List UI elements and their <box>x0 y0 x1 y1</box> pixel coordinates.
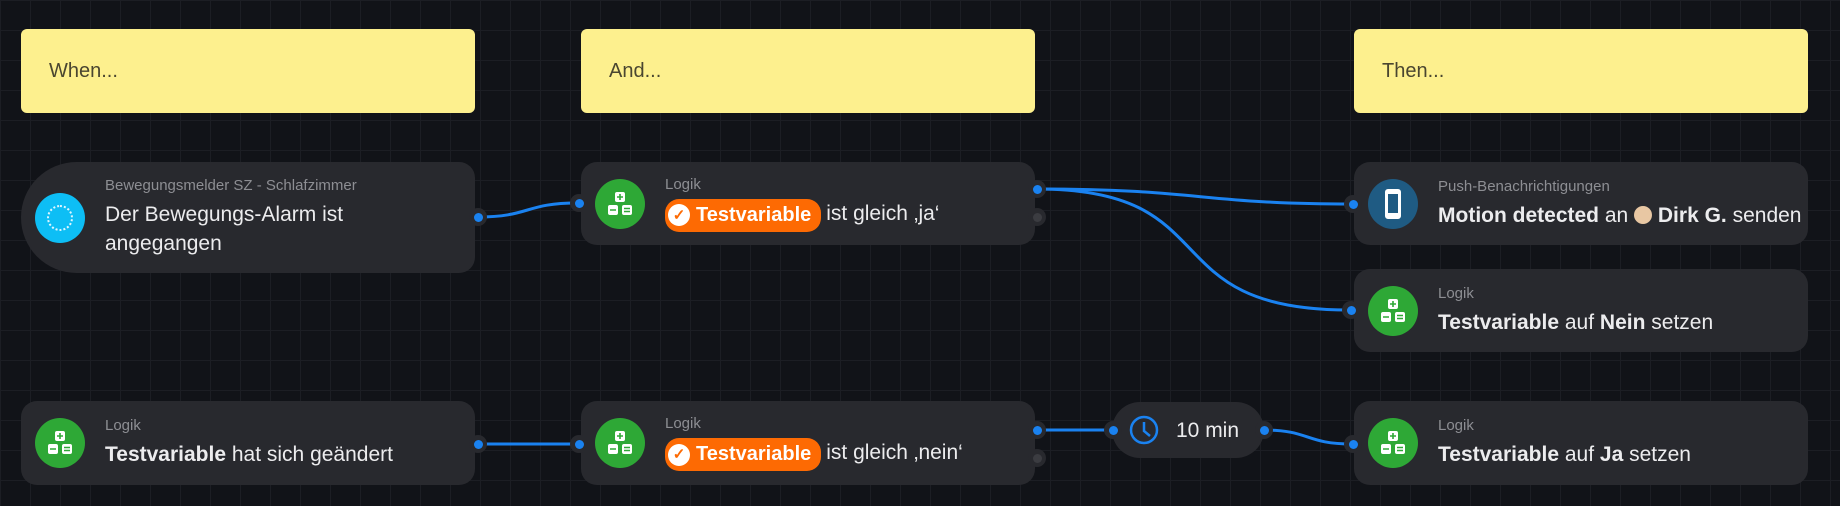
when-header: When... <box>21 29 475 113</box>
wire <box>477 201 578 219</box>
trigger-variable-card[interactable]: Logik Testvariable hat sich geändert <box>21 401 475 485</box>
card-subtitle: Logik <box>665 415 701 432</box>
input-port[interactable] <box>1344 435 1362 453</box>
text-auf: auf <box>1564 443 1595 466</box>
text-setzen: setzen <box>1629 443 1691 466</box>
card-subtitle: Logik <box>105 417 141 434</box>
logic-icon <box>35 418 85 468</box>
check-icon: ✓ <box>668 443 690 466</box>
card-text: ist gleich ‚nein‘ <box>826 441 963 464</box>
output-port[interactable] <box>469 208 487 226</box>
trigger-motion-card[interactable]: Bewegungsmelder SZ - Schlafzimmer Der Be… <box>21 162 475 273</box>
variable-name: Testvariable <box>1438 310 1560 334</box>
input-port[interactable] <box>570 194 588 212</box>
variable-value: Nein <box>1599 310 1646 334</box>
logic-icon <box>1368 285 1418 336</box>
card-text: ist gleich ‚ja‘ <box>826 201 940 225</box>
action-push-card[interactable]: Push-Benachrichtigungen Motion detected … <box>1354 162 1808 245</box>
push-message: Motion detected <box>1438 203 1599 227</box>
action-set-nein-card[interactable]: Logik Testvariable auf Nein setzen <box>1354 269 1808 352</box>
logic-icon <box>595 178 645 229</box>
output-port-true[interactable] <box>1028 180 1046 198</box>
and-header: And... <box>581 29 1035 113</box>
card-subtitle: Bewegungsmelder SZ - Schlafzimmer <box>105 177 357 194</box>
user-avatar <box>1634 205 1653 224</box>
text-an: an <box>1604 203 1629 227</box>
phone-icon <box>1368 178 1418 229</box>
then-header: Then... <box>1354 29 1808 113</box>
variable-name: Testvariable <box>696 203 812 226</box>
text-auf: auf <box>1564 310 1595 334</box>
output-port-true[interactable] <box>1028 421 1046 439</box>
delay-label: 10 min <box>1176 418 1240 442</box>
variable-pill[interactable]: ✓ Testvariable <box>665 438 822 471</box>
wire <box>1036 187 1353 206</box>
input-port[interactable] <box>1104 421 1122 439</box>
condition-nein-card[interactable]: Logik ✓ Testvariable ist gleich ‚nein‘ <box>581 401 1035 485</box>
input-port[interactable] <box>1342 301 1360 319</box>
variable-value: Ja <box>1599 443 1624 466</box>
text-setzen: setzen <box>1651 310 1714 334</box>
input-port[interactable] <box>1344 195 1362 213</box>
card-subtitle: Logik <box>665 175 701 193</box>
card-text: hat sich geändert <box>231 443 393 466</box>
variable-pill[interactable]: ✓ Testvariable <box>665 198 822 232</box>
check-icon: ✓ <box>668 204 690 226</box>
logic-icon <box>595 418 645 468</box>
action-set-ja-card[interactable]: Logik Testvariable auf Ja setzen <box>1354 401 1808 485</box>
motion-sensor-icon <box>35 192 85 243</box>
condition-ja-card[interactable]: Logik ✓ Testvariable ist gleich ‚ja‘ <box>581 162 1035 245</box>
input-port[interactable] <box>570 435 588 453</box>
text-senden: senden <box>1732 203 1802 227</box>
user-name: Dirk G. <box>1657 203 1727 227</box>
wire <box>1036 187 1350 312</box>
wire <box>1263 428 1353 446</box>
output-port-false[interactable] <box>1028 208 1046 226</box>
output-port-false[interactable] <box>1028 449 1046 467</box>
output-port[interactable] <box>1255 421 1273 439</box>
variable-name: Testvariable <box>105 443 227 466</box>
logic-icon <box>1368 418 1418 468</box>
card-subtitle: Push-Benachrichtigungen <box>1438 177 1610 195</box>
delay-node[interactable]: 10 min <box>1112 402 1264 458</box>
card-text: Der Bewegungs-Alarm ist angegangen <box>105 203 344 255</box>
clock-icon <box>1129 415 1159 445</box>
output-port[interactable] <box>469 435 487 453</box>
variable-name: Testvariable <box>1438 443 1560 466</box>
card-subtitle: Logik <box>1438 417 1474 434</box>
variable-name: Testvariable <box>696 443 812 465</box>
card-subtitle: Logik <box>1438 284 1474 302</box>
